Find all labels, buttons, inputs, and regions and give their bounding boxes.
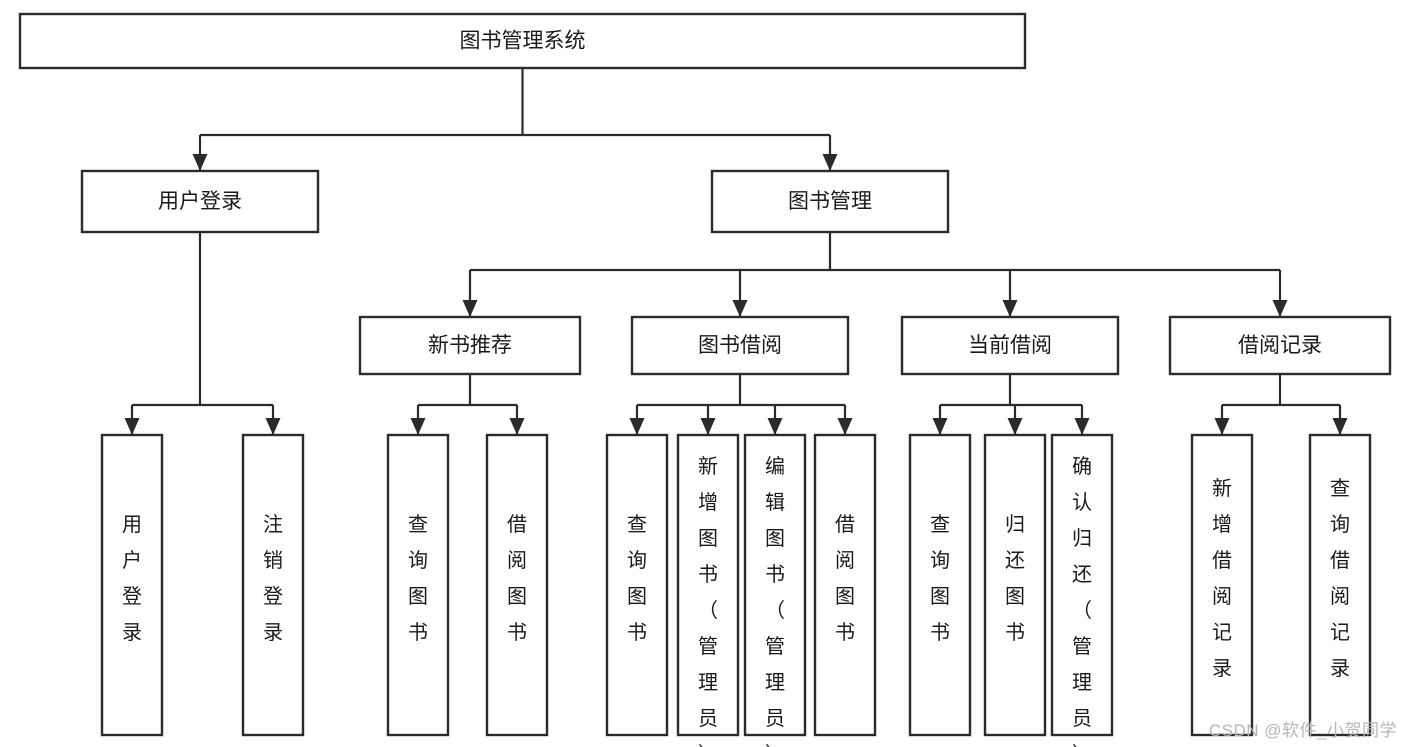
diagram-node[interactable]: 确认归还（管理员）	[1050, 433, 1114, 747]
node-box[interactable]	[630, 315, 850, 376]
node-label: 借阅记录	[1238, 334, 1322, 357]
diagram-node[interactable]: 用户登录	[80, 169, 320, 234]
arrow-head-icon	[1074, 418, 1090, 435]
node-box[interactable]	[18, 12, 1027, 70]
node-box[interactable]	[241, 433, 305, 737]
node-label: 图书管理系统	[460, 30, 586, 53]
arrow-head-icon	[509, 418, 525, 435]
arrow-head-icon	[629, 418, 645, 435]
node-label: 新增借阅记录	[1212, 477, 1232, 680]
diagram-node[interactable]: 查询图书	[908, 433, 972, 737]
arrow-head-icon	[124, 418, 140, 435]
arrow-head-icon	[1007, 418, 1023, 435]
node-box[interactable]	[100, 433, 164, 737]
node-label: 图书管理	[788, 190, 872, 213]
node-box[interactable]	[485, 433, 549, 737]
arrow-head-icon	[1332, 418, 1348, 435]
node-label: 查询借阅记录	[1330, 477, 1350, 680]
diagram-node[interactable]: 借阅图书	[485, 433, 549, 737]
diagram-node[interactable]: 新书推荐	[358, 315, 582, 376]
node-label: 注销登录	[263, 513, 283, 644]
diagram-node[interactable]: 当前借阅	[900, 315, 1120, 376]
arrow-head-icon	[822, 154, 838, 171]
arrow-head-icon	[932, 418, 948, 435]
node-box[interactable]	[908, 433, 972, 737]
arrow-head-icon	[1214, 418, 1230, 435]
watermark-text: CSDN @软件_小贺同学	[1208, 721, 1397, 740]
diagram-node[interactable]: 借阅图书	[813, 433, 877, 737]
node-label: 确认归还（管理员）	[1072, 455, 1092, 747]
node-box[interactable]	[900, 315, 1120, 376]
diagram-node[interactable]: 查询图书	[605, 433, 669, 737]
diagram-node[interactable]: 新增借阅记录	[1190, 433, 1254, 737]
arrow-head-icon	[837, 418, 853, 435]
connector-layer	[124, 68, 1348, 435]
node-label: 用户登录	[158, 190, 242, 213]
node-box[interactable]	[386, 433, 450, 737]
node-box[interactable]	[710, 169, 950, 234]
node-box[interactable]	[676, 433, 740, 737]
diagram-node[interactable]: 图书借阅	[630, 315, 850, 376]
arrow-head-icon	[462, 300, 478, 317]
node-label: 新书推荐	[428, 334, 512, 357]
diagram-node[interactable]: 归还图书	[983, 433, 1047, 737]
node-box[interactable]	[813, 433, 877, 737]
node-box[interactable]	[1308, 433, 1372, 737]
node-label: 查询图书	[408, 513, 428, 644]
node-box[interactable]	[605, 433, 669, 737]
diagram-node[interactable]: 注销登录	[241, 433, 305, 737]
node-label: 归还图书	[1005, 513, 1025, 644]
node-label: 图书借阅	[698, 334, 782, 357]
arrow-head-icon	[265, 418, 281, 435]
node-label: 查询图书	[930, 513, 950, 644]
diagram-node[interactable]: 借阅记录	[1168, 315, 1392, 376]
diagram-node[interactable]: 编辑图书（管理员）	[743, 433, 807, 747]
node-label: 借阅图书	[507, 513, 527, 644]
diagram-node[interactable]: 查询借阅记录	[1308, 433, 1372, 737]
node-box[interactable]	[743, 433, 807, 737]
diagram-node[interactable]: 用户登录	[100, 433, 164, 737]
node-box[interactable]	[1050, 433, 1114, 737]
arrow-head-icon	[192, 154, 208, 171]
node-layer: 图书管理系统用户登录图书管理新书推荐图书借阅当前借阅借阅记录用户登录注销登录查询…	[18, 12, 1392, 747]
node-label: 编辑图书（管理员）	[765, 455, 785, 747]
node-label: 新增图书（管理员）	[698, 455, 718, 747]
node-box[interactable]	[983, 433, 1047, 737]
arrow-head-icon	[767, 418, 783, 435]
diagram-node[interactable]: 图书管理	[710, 169, 950, 234]
node-label: 当前借阅	[968, 334, 1052, 357]
node-label: 用户登录	[122, 514, 142, 644]
node-label: 查询图书	[627, 513, 647, 644]
arrow-head-icon	[1002, 300, 1018, 317]
node-box[interactable]	[80, 169, 320, 234]
arrow-head-icon	[732, 300, 748, 317]
node-box[interactable]	[358, 315, 582, 376]
arrow-head-icon	[410, 418, 426, 435]
arrow-head-icon	[700, 418, 716, 435]
arrow-head-icon	[1272, 300, 1288, 317]
node-box[interactable]	[1168, 315, 1392, 376]
diagram-node[interactable]: 查询图书	[386, 433, 450, 737]
node-box[interactable]	[1190, 433, 1254, 737]
diagram-node[interactable]: 新增图书（管理员）	[676, 433, 740, 747]
diagram-node[interactable]: 图书管理系统	[18, 12, 1027, 70]
node-label: 借阅图书	[835, 513, 855, 644]
